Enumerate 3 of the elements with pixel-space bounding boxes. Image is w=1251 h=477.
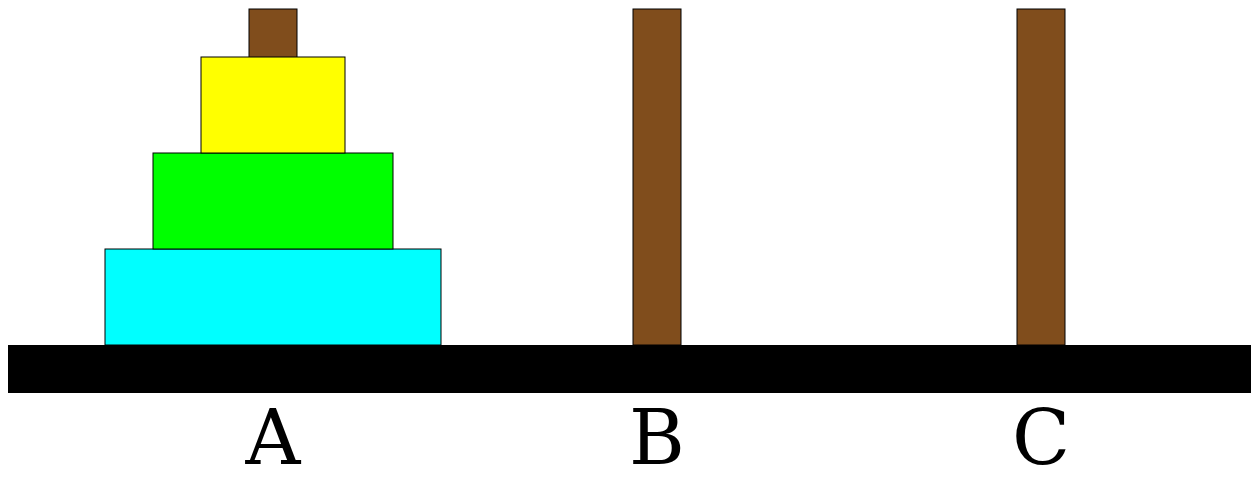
peg-label: A <box>244 400 302 476</box>
peg-label: B <box>628 400 686 476</box>
peg-label: C <box>1010 400 1072 476</box>
